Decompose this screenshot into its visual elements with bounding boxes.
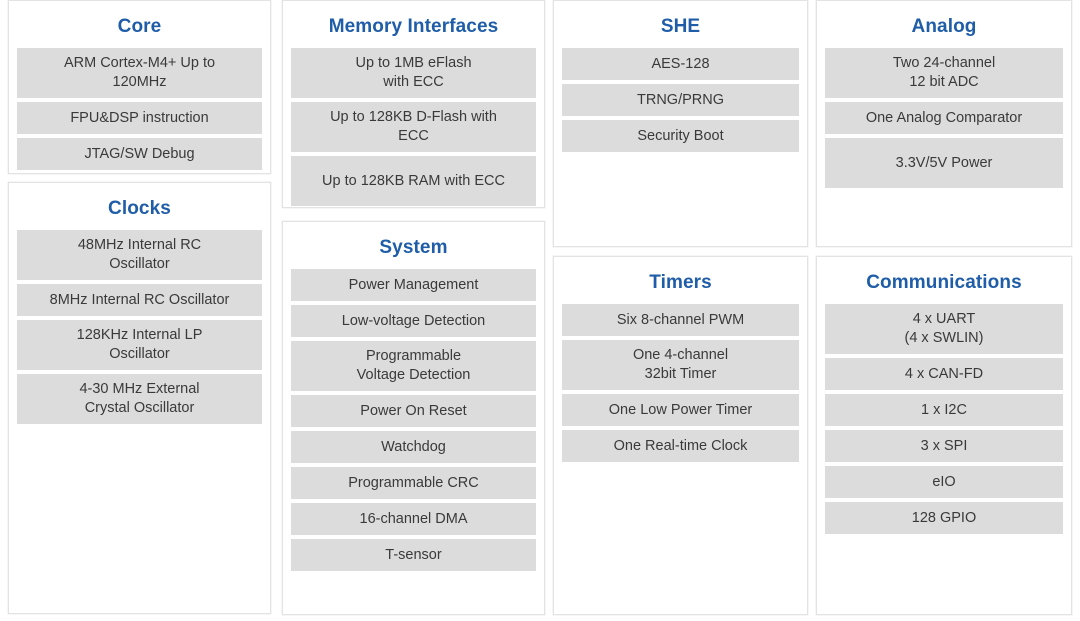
block-item: Up to 128KB D-Flash with ECC [291, 102, 536, 152]
block-item: TRNG/PRNG [562, 84, 799, 116]
panel-items-clocks: 48MHz Internal RC Oscillator 8MHz Intern… [17, 230, 262, 424]
block-item: Up to 128KB RAM with ECC [291, 156, 536, 206]
block-item: 4 x UART (4 x SWLIN) [825, 304, 1063, 354]
block-item: 8MHz Internal RC Oscillator [17, 284, 262, 316]
block-item: Up to 1MB eFlash with ECC [291, 48, 536, 98]
block-item: Low-voltage Detection [291, 305, 536, 337]
panel-title-analog: Analog [911, 16, 977, 37]
block-item: Six 8-channel PWM [562, 304, 799, 336]
block-item: eIO [825, 466, 1063, 498]
block-item: One Real-time Clock [562, 430, 799, 462]
panel-system: System Power Management Low-voltage Dete… [282, 221, 545, 615]
panel-title-timers: Timers [649, 272, 712, 293]
diagram-column-3: SHE AES-128 TRNG/PRNG Security Boot Time… [553, 0, 808, 621]
block-item: Programmable Voltage Detection [291, 341, 536, 391]
block-item: FPU&DSP instruction [17, 102, 262, 134]
block-item: Power Management [291, 269, 536, 301]
panel-analog: Analog Two 24-channel 12 bit ADC One Ana… [816, 0, 1072, 247]
column-gap [282, 208, 545, 221]
block-item: One 4-channel 32bit Timer [562, 340, 799, 390]
panel-items-timers: Six 8-channel PWM One 4-channel 32bit Ti… [562, 304, 799, 462]
panel-clocks: Clocks 48MHz Internal RC Oscillator 8MHz… [8, 182, 271, 614]
panel-title-communications: Communications [866, 272, 1022, 293]
column-gap [8, 174, 271, 182]
panel-items-memory-interfaces: Up to 1MB eFlash with ECC Up to 128KB D-… [291, 48, 536, 206]
panel-items-communications: 4 x UART (4 x SWLIN) 4 x CAN-FD 1 x I2C … [825, 304, 1063, 534]
block-item: One Analog Comparator [825, 102, 1063, 134]
block-item: 4-30 MHz External Crystal Oscillator [17, 374, 262, 424]
diagram-column-1: Core ARM Cortex-M4+ Up to 120MHz FPU&DSP… [8, 0, 271, 621]
block-item: 3.3V/5V Power [825, 138, 1063, 188]
panel-items-she: AES-128 TRNG/PRNG Security Boot [562, 48, 799, 152]
panel-she: SHE AES-128 TRNG/PRNG Security Boot [553, 0, 808, 247]
block-item: 48MHz Internal RC Oscillator [17, 230, 262, 280]
block-item: 3 x SPI [825, 430, 1063, 462]
panel-timers: Timers Six 8-channel PWM One 4-channel 3… [553, 256, 808, 615]
panel-core: Core ARM Cortex-M4+ Up to 120MHz FPU&DSP… [8, 0, 271, 174]
block-item: Security Boot [562, 120, 799, 152]
panel-title-core: Core [117, 16, 162, 37]
panel-items-analog: Two 24-channel 12 bit ADC One Analog Com… [825, 48, 1063, 188]
block-item: One Low Power Timer [562, 394, 799, 426]
panel-communications: Communications 4 x UART (4 x SWLIN) 4 x … [816, 256, 1072, 615]
panel-title-memory-interfaces: Memory Interfaces [328, 16, 499, 37]
block-item: Watchdog [291, 431, 536, 463]
block-item: 16-channel DMA [291, 503, 536, 535]
block-item: 4 x CAN-FD [825, 358, 1063, 390]
block-item: 1 x I2C [825, 394, 1063, 426]
block-item: JTAG/SW Debug [17, 138, 262, 170]
column-gap [816, 247, 1072, 256]
block-item: AES-128 [562, 48, 799, 80]
panel-title-system: System [379, 237, 448, 258]
column-gap [553, 247, 808, 256]
block-item: ARM Cortex-M4+ Up to 120MHz [17, 48, 262, 98]
block-item: Power On Reset [291, 395, 536, 427]
panel-title-clocks: Clocks [108, 198, 171, 219]
block-item: T-sensor [291, 539, 536, 571]
panel-memory-interfaces: Memory Interfaces Up to 1MB eFlash with … [282, 0, 545, 208]
block-item: Two 24-channel 12 bit ADC [825, 48, 1063, 98]
block-item: 128KHz Internal LP Oscillator [17, 320, 262, 370]
panel-items-core: ARM Cortex-M4+ Up to 120MHz FPU&DSP inst… [17, 48, 262, 170]
diagram-column-2: Memory Interfaces Up to 1MB eFlash with … [282, 0, 545, 621]
block-item: 128 GPIO [825, 502, 1063, 534]
panel-title-she: SHE [660, 16, 701, 37]
diagram-column-4: Analog Two 24-channel 12 bit ADC One Ana… [816, 0, 1072, 621]
block-item: Programmable CRC [291, 467, 536, 499]
panel-items-system: Power Management Low-voltage Detection P… [291, 269, 536, 571]
